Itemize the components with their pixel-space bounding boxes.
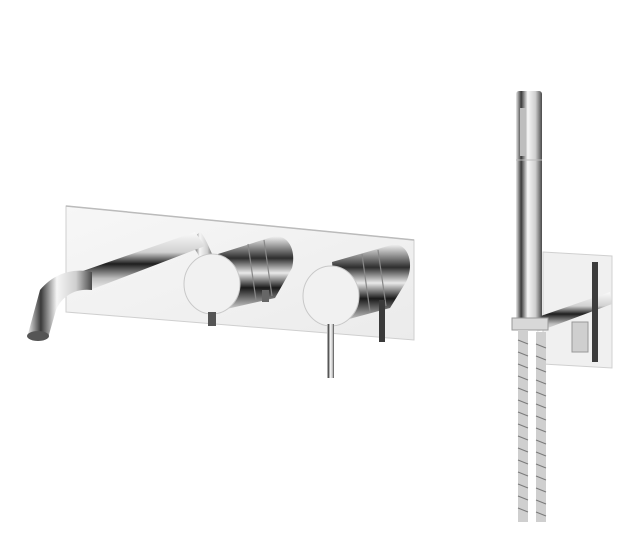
diverter-control <box>183 236 294 326</box>
shower-hose <box>517 330 547 522</box>
hand-shower <box>511 91 549 331</box>
shower-bracket <box>535 251 613 369</box>
mixer-control <box>302 244 411 378</box>
